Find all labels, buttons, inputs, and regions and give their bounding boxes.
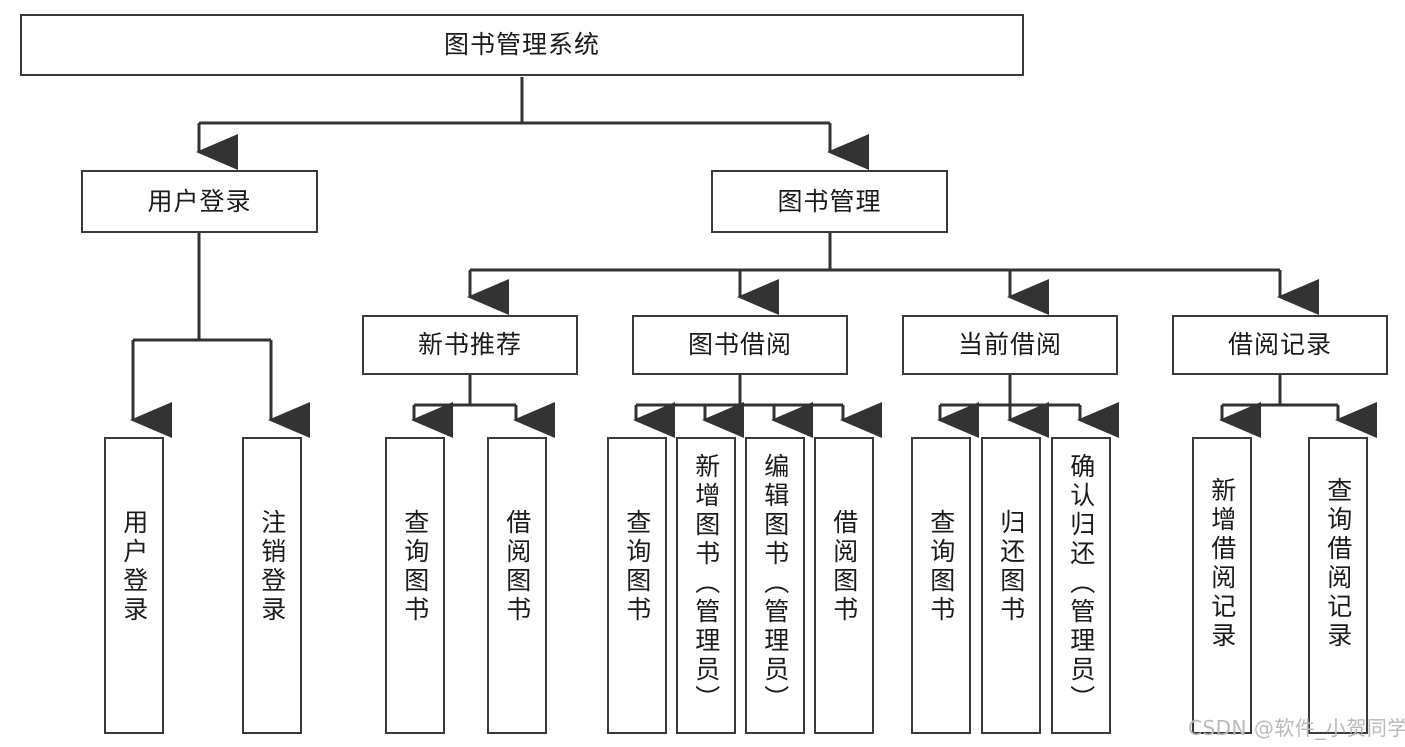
node-new-book-recommend-label: 新书推荐 (417, 330, 522, 360)
leaf-query-book-1[interactable]: 查询图书 (385, 437, 445, 734)
leaf-query-book-3[interactable]: 查询图书 (911, 437, 971, 734)
leaf-query-book-3-label: 查询图书 (926, 509, 956, 625)
node-current-borrow[interactable]: 当前借阅 (902, 315, 1118, 375)
leaf-confirm-return[interactable]: 确认归还（管理员） (1051, 437, 1111, 734)
leaf-borrow-book-1[interactable]: 借阅图书 (487, 437, 547, 734)
node-book-manage-label: 图书管理 (777, 186, 882, 216)
leaf-user-login[interactable]: 用户登录 (104, 437, 164, 734)
node-root[interactable]: 图书管理系统 (20, 14, 1024, 76)
leaf-query-book-2-label: 查询图书 (622, 509, 652, 625)
leaf-logout-login-label: 注销登录 (257, 509, 287, 625)
leaf-add-book[interactable]: 新增图书（管理员） (676, 437, 736, 734)
leaf-return-book[interactable]: 归还图书 (981, 437, 1041, 734)
leaf-return-book-label: 归还图书 (996, 509, 1026, 625)
leaf-add-record-label: 新增借阅记录 (1207, 477, 1237, 651)
leaf-query-book-1-label: 查询图书 (400, 509, 430, 625)
node-current-borrow-label: 当前借阅 (957, 330, 1062, 360)
leaf-query-record[interactable]: 查询借阅记录 (1308, 437, 1368, 734)
leaf-add-record[interactable]: 新增借阅记录 (1192, 437, 1252, 734)
leaf-logout-login[interactable]: 注销登录 (242, 437, 302, 734)
node-book-borrow[interactable]: 图书借阅 (632, 315, 848, 375)
leaf-borrow-book-2-label: 借阅图书 (829, 509, 859, 625)
leaf-edit-book-label: 编辑图书（管理员） (760, 453, 790, 714)
node-borrow-record-label: 借阅记录 (1227, 330, 1332, 360)
node-book-borrow-label: 图书借阅 (687, 330, 792, 360)
node-root-label: 图书管理系统 (443, 30, 600, 60)
leaf-edit-book[interactable]: 编辑图书（管理员） (745, 437, 805, 734)
node-user-login-label: 用户登录 (147, 186, 252, 216)
node-new-book-recommend[interactable]: 新书推荐 (362, 315, 578, 375)
leaf-borrow-book-1-label: 借阅图书 (502, 509, 532, 625)
leaf-query-book-2[interactable]: 查询图书 (607, 437, 667, 734)
leaf-user-login-label: 用户登录 (119, 509, 149, 625)
node-borrow-record[interactable]: 借阅记录 (1172, 315, 1388, 375)
leaf-borrow-book-2[interactable]: 借阅图书 (814, 437, 874, 734)
leaf-query-record-label: 查询借阅记录 (1323, 477, 1353, 651)
leaf-add-book-label: 新增图书（管理员） (691, 453, 721, 714)
leaf-confirm-return-label: 确认归还（管理员） (1066, 453, 1096, 714)
node-user-login[interactable]: 用户登录 (81, 170, 318, 233)
node-book-manage[interactable]: 图书管理 (711, 170, 948, 233)
watermark: CSDN @软件_小贺同学 (1188, 716, 1405, 740)
